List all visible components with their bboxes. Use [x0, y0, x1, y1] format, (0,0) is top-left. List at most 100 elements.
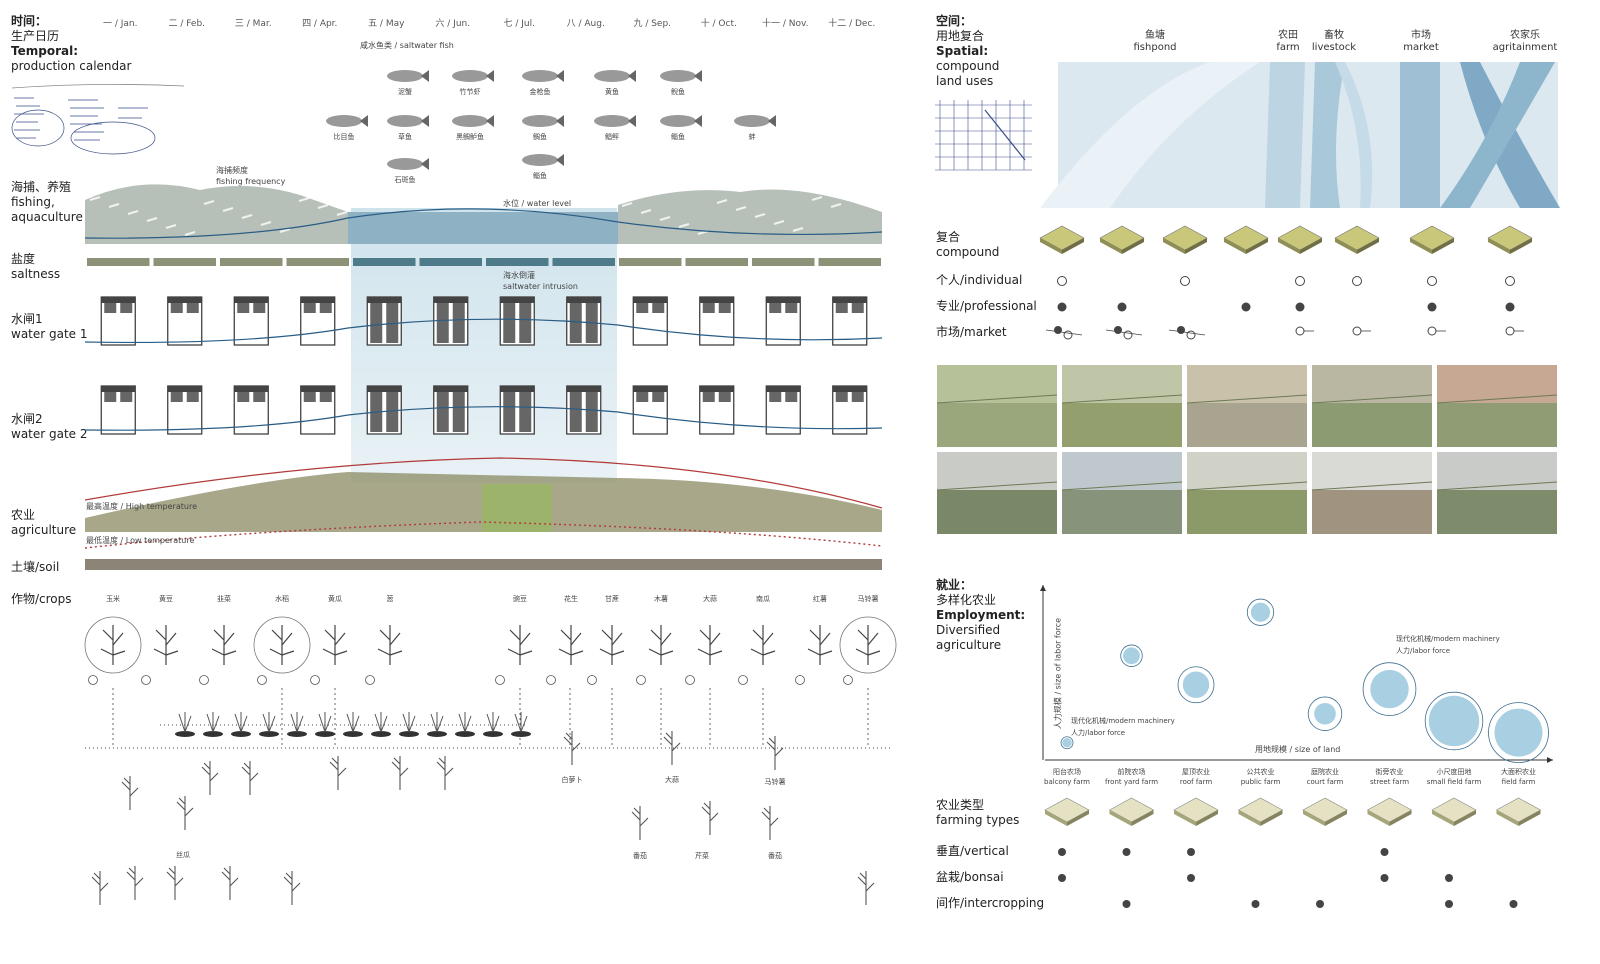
- month-label: 八 / Aug.: [566, 19, 605, 29]
- crop-name: 玉米: [106, 595, 120, 603]
- crop-sketch-icon: [329, 756, 347, 790]
- gate1-water-line: [84, 318, 883, 344]
- temporal-zh-sub: 生产日历: [11, 29, 60, 43]
- sketch-notes: [11, 84, 185, 155]
- seedling-icon: [175, 712, 195, 737]
- month-label: 七 / Jul.: [503, 19, 535, 29]
- seedling-icon: [203, 712, 223, 737]
- water-gate-icon: [233, 385, 269, 435]
- crop-sketch-icon: [166, 866, 184, 900]
- x-axis-label: 用地规模 / size of land: [1255, 745, 1341, 754]
- farming-type-icon: [1173, 797, 1219, 826]
- fishing-frequency-terrain-right: [618, 189, 882, 244]
- crop-sketch-icon: [121, 776, 139, 810]
- temporal-header: 时间： 生产日历 Temporal: production calendar: [11, 14, 131, 74]
- crop-sketch-icon: [857, 871, 875, 905]
- field-photo: [1311, 452, 1433, 534]
- crop-name: 花生: [564, 595, 578, 603]
- water-gate-icon: [566, 296, 602, 346]
- farm-category-en: small field farm: [1426, 778, 1482, 786]
- farming-type-icon: [1108, 797, 1155, 826]
- soil-band: [85, 559, 882, 570]
- land-use-en: market: [1403, 42, 1439, 53]
- crop-name: 番茄: [633, 852, 647, 860]
- fish-icon: [594, 115, 636, 127]
- compound-label: 复合 compound: [936, 230, 999, 260]
- employment-en-sub1: Diversified: [936, 623, 1001, 637]
- land-use-zh: 农田: [1278, 30, 1298, 41]
- professional-dot: [1427, 302, 1437, 312]
- crop-name: 葱: [386, 595, 394, 603]
- farming-method-label: 间作/intercropping: [936, 896, 1045, 910]
- fish-name: 鲳鲆: [605, 133, 619, 141]
- farming-method-label: 垂直/vertical: [936, 844, 1009, 858]
- fish-icon: [522, 154, 564, 166]
- farm-category-zh: 大面积农业: [1501, 768, 1536, 776]
- y-axis-arrow: [1040, 585, 1046, 591]
- land-use-zh: 农家乐: [1510, 30, 1540, 41]
- individual-dot: [1057, 276, 1067, 286]
- low-temp-label: 最低温度 / Low temperature: [86, 536, 195, 545]
- farming-types-zh: 农业类型: [936, 798, 985, 812]
- gate2-en: water gate 2: [11, 427, 88, 441]
- farm-category-en: front yard farm: [1104, 778, 1159, 786]
- fish-name: 蚌: [748, 133, 756, 141]
- crop-name: 芹菜: [695, 852, 709, 860]
- land-use-zh: 市场: [1411, 30, 1431, 41]
- crop-icon: [839, 616, 897, 685]
- crop-name: 红薯: [813, 595, 827, 603]
- legend-machinery: 现代化机械/modern machinery: [1071, 717, 1175, 725]
- saltness-label: 盐度 saltness: [11, 252, 60, 282]
- farming-method-dot: [1187, 848, 1195, 856]
- farming-types-label: 农业类型 farming types: [936, 798, 1019, 828]
- agriculture-crop-patch: [482, 484, 552, 532]
- x-axis-arrow: [1547, 757, 1553, 763]
- seedling-icon: [371, 712, 391, 737]
- crop-icon: [546, 625, 584, 685]
- labor-bubble: [1062, 737, 1072, 748]
- gate1-en: water gate 1: [11, 327, 88, 341]
- fish-name: 泥蟹: [398, 88, 412, 96]
- agri-zh: 农业: [11, 508, 36, 522]
- temporal-zh-title: 时间：: [11, 14, 48, 28]
- ownership-row-label: 个人/individual: [936, 273, 1023, 287]
- farming-method-dot: [1316, 900, 1324, 908]
- seedling-icon: [427, 712, 447, 737]
- labor-bubble: [1370, 669, 1409, 709]
- water-gate-icon: [300, 296, 336, 346]
- field-photo: [1436, 452, 1558, 534]
- crop-sketch-icon: [766, 736, 784, 770]
- fish-name: 鲻鱼: [533, 172, 547, 180]
- fish-icon: [387, 70, 429, 82]
- farm-category-en: field farm: [1501, 778, 1536, 786]
- employment-zh-sub: 多样化农业: [936, 593, 997, 607]
- compound-land-use-icon: [1162, 225, 1208, 254]
- ownership-row-label: 专业/professional: [936, 299, 1037, 313]
- saltness-bar: [87, 258, 150, 266]
- spatial-sketch: [935, 100, 1032, 171]
- high-temperature-line: [84, 457, 883, 509]
- crop-sketch-icon: [631, 806, 649, 840]
- water-gate-icon: [632, 296, 668, 346]
- crop-icon: [495, 625, 533, 685]
- machinery-bubble: [1488, 702, 1549, 763]
- fish-name: 草鱼: [398, 133, 412, 141]
- legend-machinery-2: 现代化机械/modern machinery: [1396, 635, 1500, 643]
- market-flow-icon: [1427, 326, 1446, 336]
- fish-name: 鲷鱼: [533, 133, 547, 141]
- crop-name: 丝瓜: [176, 851, 190, 859]
- water-gate-icon: [699, 385, 735, 435]
- month-label: 九 / Sep.: [633, 19, 672, 29]
- crop-name: 白萝卜: [561, 776, 583, 784]
- crops-label: 作物/crops: [11, 592, 72, 606]
- machinery-bubble: [1307, 696, 1343, 731]
- farming-method-dot: [1122, 848, 1131, 856]
- farm-category-zh: 公共农业: [1246, 768, 1275, 776]
- month-label: 十一 / Nov.: [762, 19, 809, 29]
- y-axis-label: 人力规模 / size of labor force: [1053, 617, 1063, 730]
- fish-name: 鲻鱼: [671, 133, 685, 141]
- machinery-bubble: [1246, 598, 1275, 626]
